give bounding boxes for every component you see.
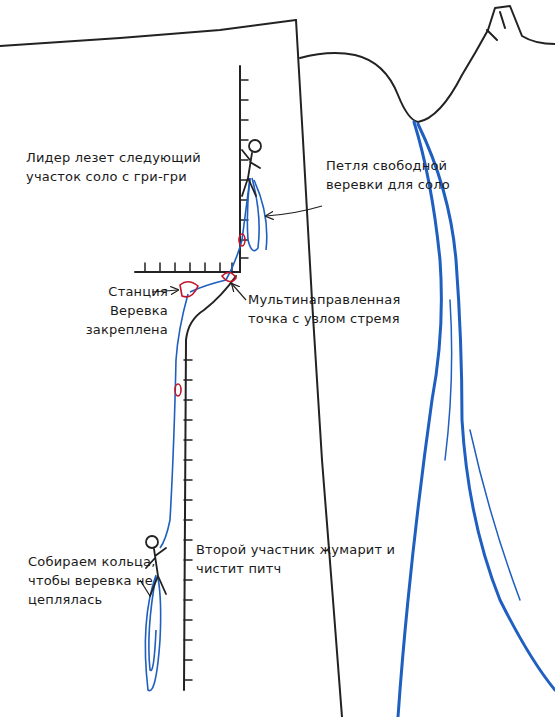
ropes xyxy=(145,178,266,691)
second-head xyxy=(146,536,158,548)
climbers xyxy=(146,140,261,596)
annotation-label: Лидер лезет следующий участок соло с гри… xyxy=(26,148,231,186)
annotation-label: Мультинаправленная точка с узлом стремя xyxy=(248,290,433,328)
protection xyxy=(175,234,245,396)
lead-rope xyxy=(190,178,250,292)
waterfall xyxy=(398,122,555,717)
annotation-label: Собираем кольца, чтобы веревка не цеплял… xyxy=(28,552,158,609)
quickdraw xyxy=(239,234,245,246)
multidirectional-point xyxy=(222,272,236,281)
annotation-label: Петля свободной веревки для соло xyxy=(326,156,466,194)
cliff-edge xyxy=(296,20,342,717)
landscape xyxy=(0,6,555,717)
pointers xyxy=(140,206,322,596)
pointer-arrow xyxy=(266,206,322,216)
station-anchor xyxy=(180,282,198,297)
annotation-label: Станция Веревка закреплена xyxy=(78,282,168,339)
cliff-top xyxy=(0,20,296,46)
roof-hatching xyxy=(145,263,232,272)
leader-body xyxy=(242,150,260,196)
lower-wall xyxy=(184,276,236,690)
peak-detail xyxy=(487,12,505,40)
quickdraw xyxy=(175,384,181,396)
pointer-arrow xyxy=(232,284,246,300)
annotation-label: Второй участник жумарит и чистит питч xyxy=(196,540,411,578)
waterfall-left xyxy=(398,122,441,717)
mountain-profile xyxy=(300,6,555,122)
wall-hatching xyxy=(184,360,192,680)
waterfall-right xyxy=(418,124,555,690)
leader-head xyxy=(249,140,261,152)
waterfall-flow xyxy=(445,300,520,600)
solo-rope-loop xyxy=(254,180,267,250)
